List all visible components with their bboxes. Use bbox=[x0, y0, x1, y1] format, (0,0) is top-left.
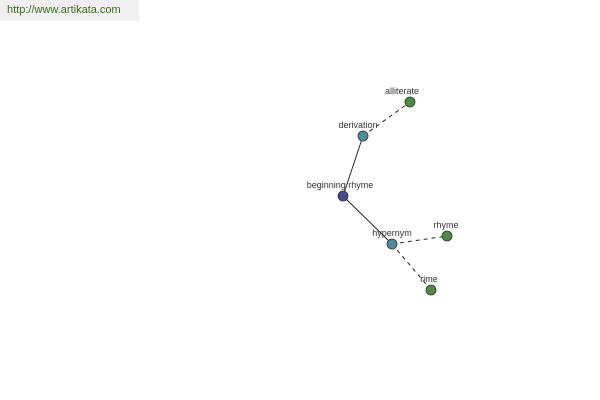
node-label-alliterate: alliterate bbox=[385, 86, 419, 96]
node-derivation[interactable] bbox=[357, 130, 369, 142]
node-rime[interactable] bbox=[425, 284, 437, 296]
edge-beginning-rhyme-to-hypernym bbox=[342, 195, 393, 245]
edge-hypernym-to-rime bbox=[391, 243, 432, 291]
node-label-beginning-rhyme: beginning rhyme bbox=[307, 180, 374, 190]
edge-derivation-to-alliterate bbox=[362, 101, 411, 137]
node-beginning-rhyme[interactable] bbox=[337, 190, 349, 202]
source-url-link[interactable]: http://www.artikata.com bbox=[0, 0, 139, 21]
node-label-hypernym: hypernym bbox=[372, 228, 412, 238]
node-label-rhyme: rhyme bbox=[433, 220, 458, 230]
edge-hypernym-to-rhyme bbox=[391, 235, 448, 245]
node-label-derivation: derivation bbox=[338, 120, 377, 130]
node-alliterate[interactable] bbox=[404, 96, 416, 108]
edge-beginning-rhyme-to-derivation bbox=[342, 135, 364, 197]
graph-nodes bbox=[337, 96, 453, 296]
node-hypernym[interactable] bbox=[386, 238, 398, 250]
graph-edges bbox=[342, 101, 448, 291]
node-label-rime: rime bbox=[420, 274, 438, 284]
graph-labels: beginning rhyme derivation alliterate hyper… bbox=[307, 86, 459, 284]
node-rhyme[interactable] bbox=[441, 230, 453, 242]
